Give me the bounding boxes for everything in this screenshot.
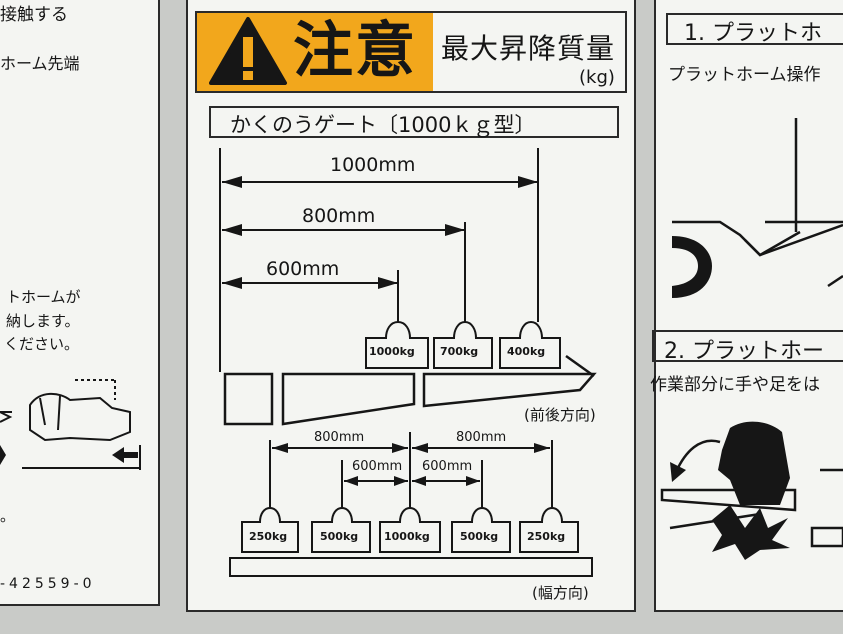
gate-model-box [209, 106, 619, 138]
warning-block: 注意 [197, 13, 433, 91]
dim-800mm: 800mm [302, 205, 376, 227]
part-number-code: -42559-0 [0, 576, 96, 592]
left-text-4: 納します。 [6, 312, 80, 330]
gate-model-subtitle: かくのうゲート〔1000ｋｇ型〕 [230, 113, 536, 137]
weight-1000kg: 1000kg [369, 345, 415, 358]
left-text-5: ください。 [4, 335, 80, 353]
step1-text: プラットホーム操作 [668, 65, 821, 85]
left-text-3: トホームが [6, 288, 81, 306]
left-text-2: ホーム先端 [0, 54, 80, 73]
warning-triangle-icon [209, 17, 287, 85]
left-label-panel [0, 0, 160, 606]
max-lift-capacity-title: 最大昇降質量 [441, 32, 616, 65]
width-dim-800mm-right: 800mm [456, 430, 507, 445]
width-weight-1000kg: 1000kg [384, 530, 430, 543]
width-dim-600mm-left: 600mm [352, 459, 403, 474]
dim-600mm: 600mm [266, 258, 340, 280]
width-weight-500kg-right: 500kg [460, 530, 499, 543]
warning-word: 注意 [293, 16, 417, 86]
right-instruction-panel [654, 0, 843, 612]
weight-400kg: 400kg [507, 345, 546, 358]
left-text-6: 。 [0, 507, 16, 525]
width-weight-250kg-right: 250kg [527, 530, 566, 543]
width-dim-800mm-left: 800mm [314, 430, 365, 445]
capacity-unit: (kg) [579, 67, 615, 88]
step1-title: 1. プラットホ [684, 21, 822, 46]
weight-700kg: 700kg [440, 345, 479, 358]
width-dim-600mm-right: 600mm [422, 459, 473, 474]
step2-title: 2. プラットホー [664, 339, 824, 364]
width-weight-500kg-left: 500kg [320, 530, 359, 543]
front-back-direction: (前後方向) [524, 406, 596, 424]
step2-text: 作業部分に手や足をは [650, 375, 820, 395]
left-text-1: 接触する [0, 5, 68, 25]
width-weight-250kg-left: 250kg [249, 530, 288, 543]
step2-title-box [652, 330, 843, 362]
warning-header: 注意 最大昇降質量 (kg) [195, 11, 627, 93]
step1-title-box [666, 13, 843, 45]
width-direction: (幅方向) [532, 584, 589, 602]
dim-1000mm: 1000mm [330, 154, 416, 176]
